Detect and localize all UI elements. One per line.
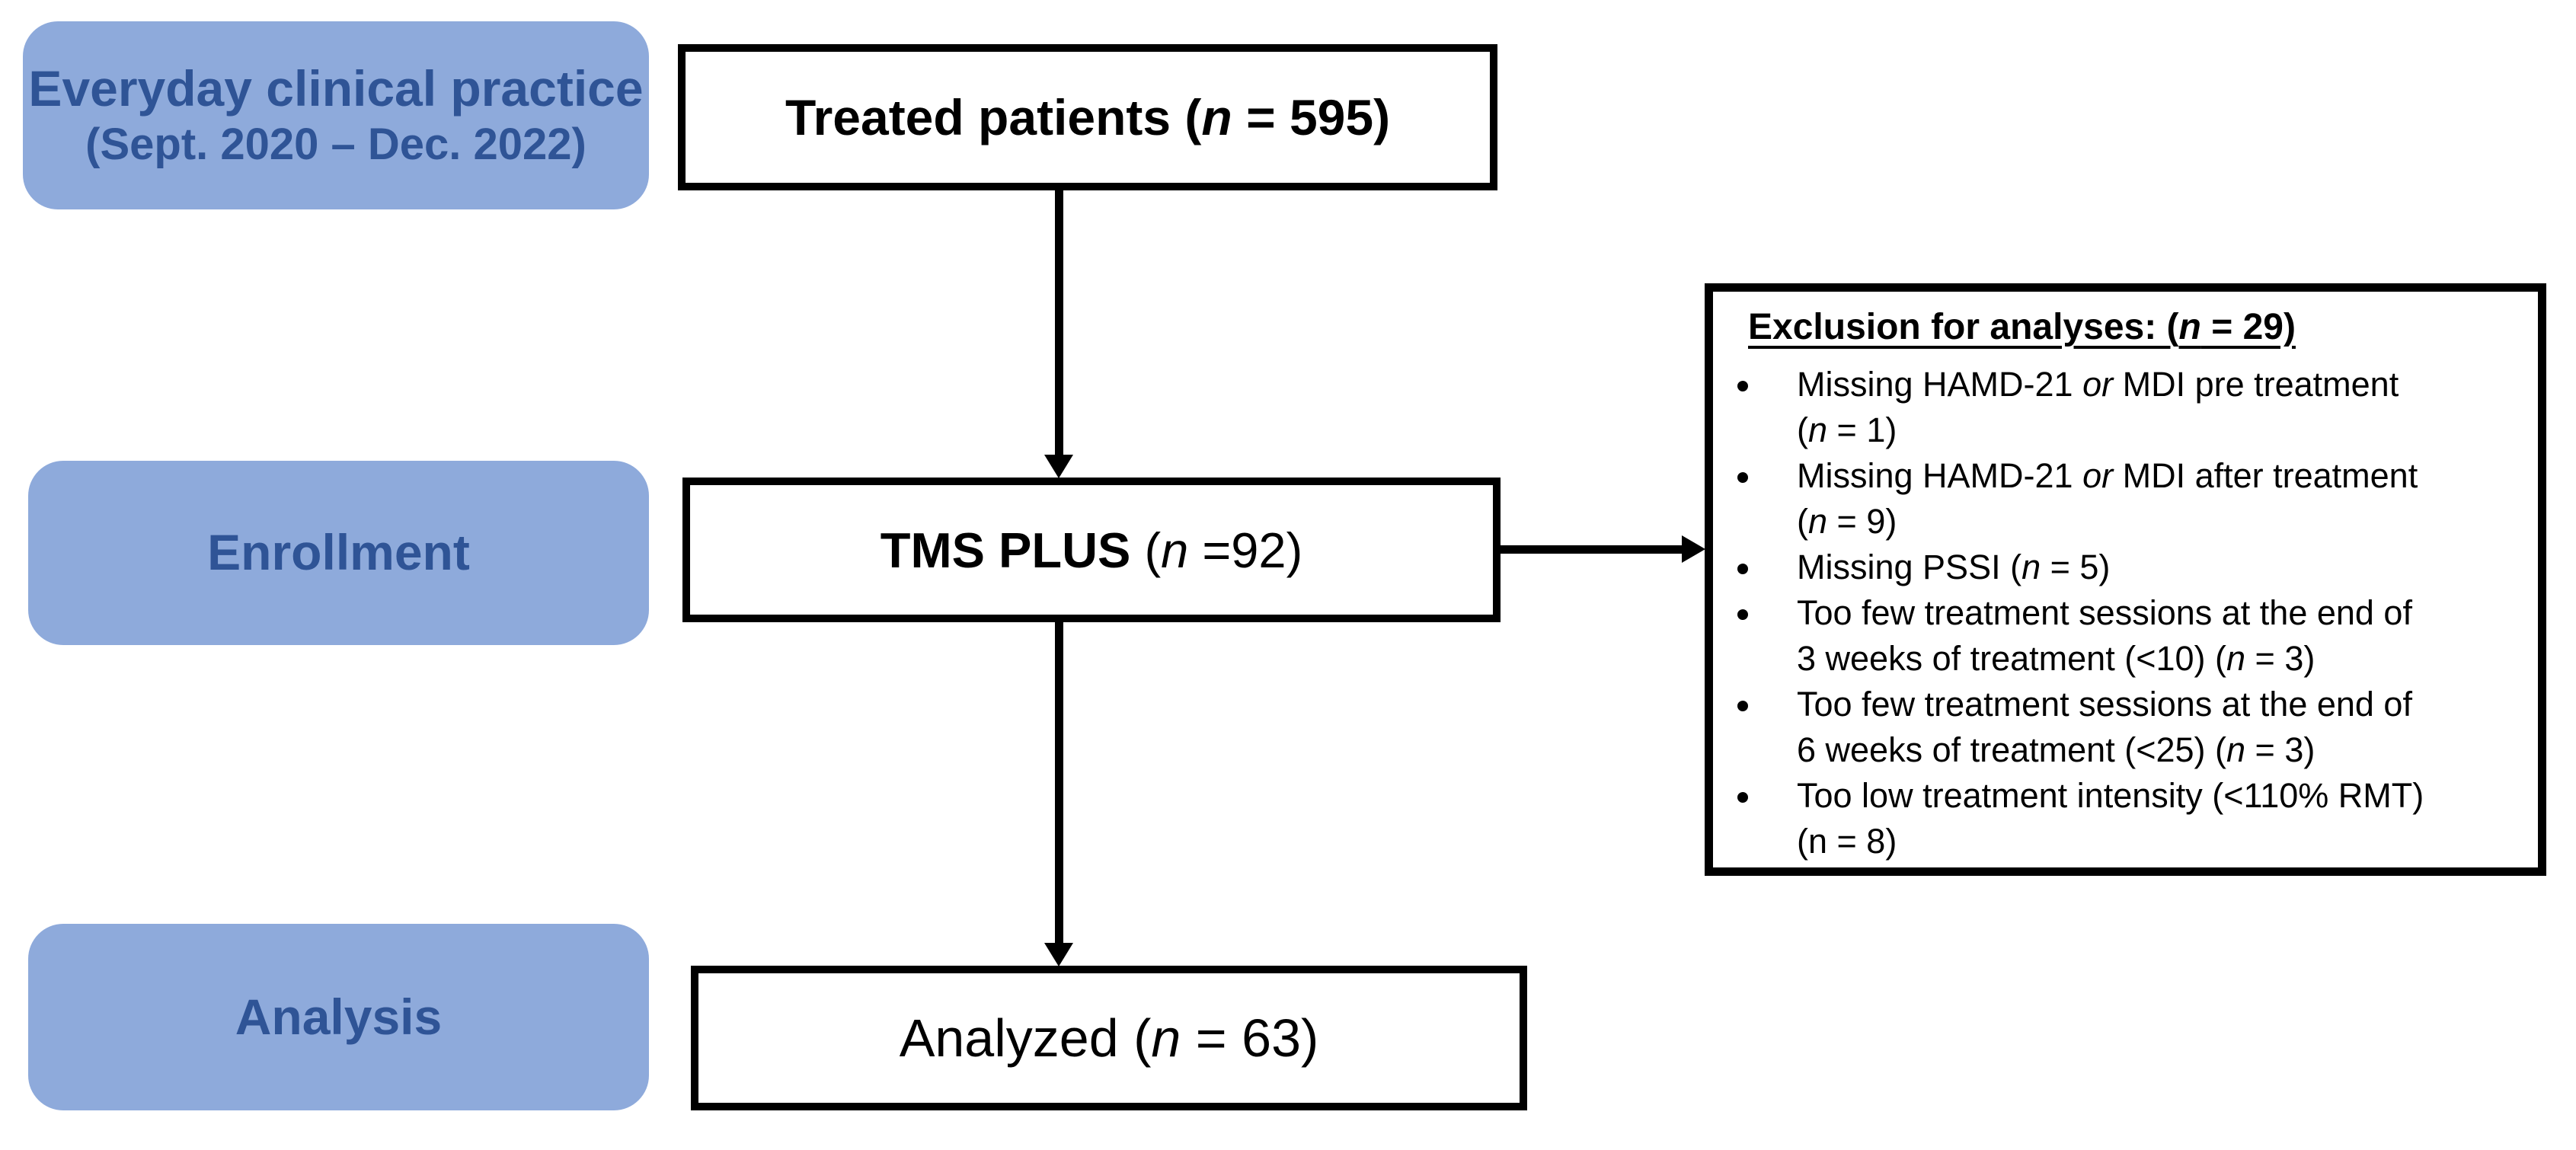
stage-box-everyday-clinical-practice: Everyday clinical practice (Sept. 2020 –… <box>23 21 649 209</box>
text-segment: Missing HAMD-21 <box>1797 455 2083 495</box>
treated-patients-box: Treated patients (n = 595) <box>678 44 1497 190</box>
text-segment: n <box>2226 638 2246 678</box>
arrow-treated-to-tms-arrowhead-icon <box>1044 455 1073 478</box>
text-segment: MDI pre treatment <box>2113 364 2399 404</box>
stage-sublabel-date-range: (Sept. 2020 – Dec. 2022) <box>85 120 586 170</box>
stage-label-everyday-clinical-practice: Everyday clinical practice <box>28 60 644 117</box>
text-segment: Too few treatment sessions at the end of <box>1797 684 2412 724</box>
text-segment: = 595) <box>1232 89 1391 145</box>
text-segment: = 63) <box>1181 1008 1319 1068</box>
text-segment: Too few treatment sessions at the end of <box>1797 593 2412 632</box>
exclusion-bullet: Too few treatment sessions at the end of… <box>1763 590 2529 682</box>
text-segment: 3 weeks of treatment (<10) ( <box>1797 638 2226 678</box>
exclusion-bullet: Too low treatment intensity (<110% RMT) (… <box>1763 773 2529 864</box>
arrow-tms-to-exclusion-line <box>1501 545 1682 554</box>
tms-plus-box: TMS PLUS (n =92) <box>682 478 1501 622</box>
text-segment: Missing HAMD-21 <box>1797 364 2083 404</box>
tms-plus-text: TMS PLUS (n =92) <box>881 522 1302 579</box>
text-segment: = 5) <box>2041 547 2111 586</box>
arrow-tms-to-analyzed-arrowhead-icon <box>1044 943 1073 966</box>
text-segment: n <box>2021 547 2041 586</box>
text-segment: Analyzed ( <box>899 1008 1152 1068</box>
text-segment: n <box>1161 522 1189 578</box>
text-segment: (n = 8) <box>1797 821 1897 861</box>
text-segment: n <box>1201 89 1232 145</box>
text-segment: Too low treatment intensity (<110% RMT) <box>1797 775 2424 815</box>
text-segment: 6 weeks of treatment (<25) ( <box>1797 730 2226 769</box>
stage-box-enrollment: Enrollment <box>28 461 649 645</box>
arrow-tms-to-analyzed-line <box>1055 622 1063 943</box>
text-segment: MDI after treatment <box>2113 455 2418 495</box>
stage-label-enrollment: Enrollment <box>207 524 470 581</box>
exclusion-bullet: Too few treatment sessions at the end of… <box>1763 682 2529 773</box>
exclusion-list: Missing HAMD-21 or MDI pre treatment(n =… <box>1748 362 2529 864</box>
exclusion-bullet: Missing HAMD-21 or MDI after treatment (n… <box>1763 453 2529 545</box>
text-segment: n <box>2178 307 2201 347</box>
exclusion-box: Exclusion for analyses: (n = 29) Missing… <box>1705 283 2546 876</box>
arrow-treated-to-tms-line <box>1055 190 1063 455</box>
text-segment: n <box>1808 410 1828 449</box>
treated-patients-text: Treated patients (n = 595) <box>785 88 1390 146</box>
text-segment: n <box>1808 501 1828 541</box>
exclusion-bullet: Missing PSSI (n = 5) <box>1763 545 2529 590</box>
text-segment: n <box>2226 730 2246 769</box>
text-segment: Treated patients ( <box>785 89 1202 145</box>
text-segment: Exclusion for analyses: ( <box>1748 307 2179 347</box>
text-segment: ( <box>1797 410 1808 449</box>
text-segment: ( <box>1144 522 1162 578</box>
stage-box-analysis: Analysis <box>28 924 649 1110</box>
analyzed-box: Analyzed (n = 63) <box>691 966 1527 1110</box>
text-segment: n <box>1151 1008 1181 1068</box>
stage-label-analysis: Analysis <box>235 988 443 1045</box>
text-segment: =92) <box>1188 522 1303 578</box>
analyzed-text: Analyzed (n = 63) <box>900 1008 1319 1069</box>
text-segment: = 29) <box>2200 307 2296 347</box>
exclusion-bullet: Missing HAMD-21 or MDI pre treatment (n =… <box>1763 362 2529 453</box>
text-segment: ( <box>1797 501 1808 541</box>
text-segment: = 1) <box>1827 410 1897 449</box>
text-segment: or <box>2082 364 2114 404</box>
exclusion-title: Exclusion for analyses: (n = 29) <box>1748 305 2529 350</box>
text-segment: Missing PSSI ( <box>1797 547 2022 586</box>
text-segment: or <box>2082 455 2114 495</box>
text-segment: = 3) <box>2245 730 2316 769</box>
arrow-tms-to-exclusion-arrowhead-icon <box>1682 535 1705 563</box>
text-segment: = 9) <box>1827 501 1897 541</box>
text-segment: TMS PLUS <box>880 522 1145 578</box>
text-segment: = 3) <box>2245 638 2316 678</box>
